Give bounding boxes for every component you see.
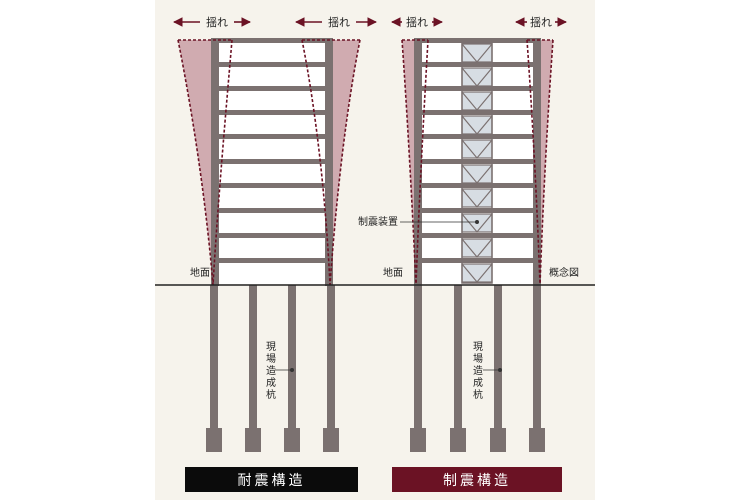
column-right-b [533,40,541,286]
damper-frame [461,42,493,284]
column-left-b [325,40,333,286]
damper-stack [461,42,493,284]
floor-beam [419,208,536,213]
sway-outline-left-a [177,39,214,286]
floor-beam [215,86,328,91]
floor-beam [215,258,328,263]
sway-outline-right-a [401,39,417,286]
sway-outline-left-b [212,39,233,286]
floor-beam [419,62,536,67]
floor-beam [419,183,536,188]
damper-unit [461,115,493,135]
roof-beam-right [414,38,541,43]
ground-label: 地面 [383,266,403,279]
sway-label: 揺れ [406,16,428,29]
damper-label: 制震装置 [358,215,398,228]
damper-unit [461,263,493,283]
floor-beam [419,110,536,115]
sway-outline-right-b [415,39,429,286]
pile-label-char: 成 [266,377,276,389]
pile-label-char: 造 [266,364,276,377]
floor-beam [215,110,328,115]
sway-label: 揺れ [530,16,552,29]
column-right-a [414,40,422,286]
pile-label-char: 場 [266,352,276,365]
floor-beam [419,258,536,263]
floor-beams-left [215,62,328,263]
floor-beam [419,233,536,238]
sway-arrow-left-b: 揺れ [295,16,377,29]
damper-unit [461,139,493,159]
floor-beam [215,183,328,188]
sway-label: 揺れ [206,16,228,29]
damper-unit [461,164,493,184]
sway-label: 揺れ [328,16,350,29]
pile-label-char: 場 [473,352,483,365]
pile-label-char: 現 [266,341,276,353]
pile-label-char: 杭 [473,388,483,401]
floor-beam [419,134,536,139]
damper-unit [461,238,493,258]
damper-unit [461,188,493,208]
damper-label-group: 制震装置 [358,215,479,228]
concept-label: 概念図 [549,266,579,279]
damper-unit [461,43,493,63]
earthquake-resistant-title: 耐震構造 [185,467,358,492]
piles-left [206,285,339,452]
vibration-control-title: 制震構造 [392,467,562,492]
sway-arrow-right-b: 揺れ [515,16,567,29]
floor-beam [215,159,328,164]
pile-label-char: 成 [473,377,483,389]
floor-beams-right [419,62,536,263]
floor-beam [419,86,536,91]
sway-arrow-left-a: 揺れ [173,16,251,29]
pile-label-char: 杭 [266,388,276,401]
sway-outline-left-c [301,39,331,286]
sway-outline-right-c [526,39,541,286]
column-left-a [211,40,219,286]
piles-right [410,285,545,452]
floor-beam [419,159,536,164]
pile-label-char: 造 [473,364,483,377]
damper-unit [461,91,493,111]
ground-label: 地面 [190,266,210,279]
sway-outline-right-d [539,39,554,286]
floor-beam [215,134,328,139]
roof-beam-left [211,38,333,43]
pile-label-char: 現 [473,341,483,353]
floor-beam [215,208,328,213]
sway-outline-left-d [329,39,361,286]
floor-beam [215,62,328,67]
sway-arrow-right-a: 揺れ [391,16,443,29]
damper-unit [461,67,493,87]
floor-beam [215,233,328,238]
